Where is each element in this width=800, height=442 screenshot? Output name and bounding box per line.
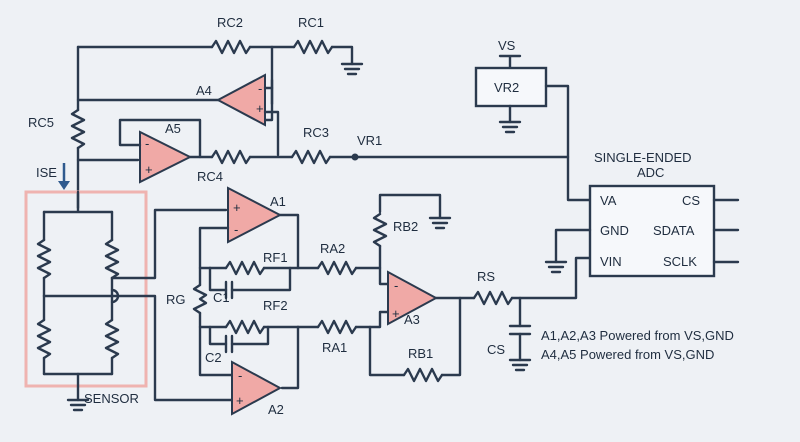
label-rf2: RF2 <box>263 298 288 313</box>
adc-title-line2: ADC <box>637 165 664 180</box>
opamp-a1: + - <box>198 186 300 270</box>
resistor-rg <box>192 283 208 315</box>
resistor-rf1 <box>224 260 266 276</box>
a1-plus: + <box>233 200 241 215</box>
label-rb2: RB2 <box>393 219 418 234</box>
sensor-bridge <box>24 190 234 412</box>
resistor-rs <box>472 290 514 306</box>
label-cs: CS <box>487 342 505 357</box>
vr2-reference <box>474 54 570 159</box>
opamp-a4: - + <box>215 73 280 157</box>
rc5-column <box>70 45 222 210</box>
a1-minus: - <box>234 222 238 237</box>
gain-network <box>192 260 390 390</box>
label-rc2: RC2 <box>217 15 243 30</box>
note-a4-a5: A4,A5 Powered from VS,GND <box>541 347 714 362</box>
label-a5: A5 <box>165 121 181 136</box>
sensor-outline <box>24 190 148 388</box>
a3-minus: - <box>394 278 398 293</box>
label-rf1: RF1 <box>263 250 288 265</box>
ground-symbol-rc1 <box>340 62 364 76</box>
top-feedback-network <box>76 39 364 122</box>
a2-plus: + <box>236 393 244 408</box>
labels: RC2 RC1 A4 RC5 A5 RC3 VR1 RC4 ISE VS VR2… <box>28 15 734 417</box>
label-rc4: RC4 <box>197 169 223 184</box>
adc-pin-sclk: SCLK <box>663 254 697 269</box>
resistor-rc4 <box>210 149 252 165</box>
adc-pin-gnd: GND <box>600 223 629 238</box>
note-a1-a3: A1,A2,A3 Powered from VS,GND <box>541 328 734 343</box>
resistor-rc3 <box>290 149 332 165</box>
a2-minus: - <box>238 368 242 383</box>
resistor-rc5 <box>70 108 86 150</box>
a3-plus: + <box>392 306 400 321</box>
adc-pin-va: VA <box>600 193 617 208</box>
resistor-rc2 <box>210 39 252 55</box>
adc-pin-vin: VIN <box>600 254 622 269</box>
label-ra1: RA1 <box>322 340 347 355</box>
resistor-rb1 <box>402 367 444 383</box>
adc-block <box>544 184 740 278</box>
label-rc1: RC1 <box>298 15 324 30</box>
adc-title-line1: SINGLE-ENDED <box>594 150 692 165</box>
adc-pin-cs: CS <box>682 193 700 208</box>
label-rs: RS <box>477 269 495 284</box>
label-rg: RG <box>166 292 186 307</box>
node-vr1 <box>351 153 359 161</box>
label-a2: A2 <box>268 402 284 417</box>
label-vs: VS <box>498 38 516 53</box>
adc-pin-sdata: SDATA <box>653 223 695 238</box>
resistor-rc1 <box>292 39 334 55</box>
opamp-a5: - + <box>118 118 592 202</box>
resistor-ra2 <box>316 260 358 276</box>
a5-plus: + <box>145 162 153 177</box>
opamp-a2: - + <box>231 360 283 416</box>
label-rc3: RC3 <box>303 125 329 140</box>
label-c1: C1 <box>213 290 230 305</box>
label-vr2: VR2 <box>494 80 519 95</box>
label-c2: C2 <box>205 350 222 365</box>
label-a3: A3 <box>404 312 420 327</box>
label-ise: ISE <box>36 165 57 180</box>
a5-minus: - <box>145 136 149 151</box>
label-rc5: RC5 <box>28 115 54 130</box>
resistor-ra1 <box>316 319 358 335</box>
label-sensor: SENSOR <box>84 391 139 406</box>
ise-arrow <box>58 163 70 190</box>
label-a4: A4 <box>196 83 212 98</box>
resistor-rf2 <box>224 319 266 335</box>
output-stage: - + <box>368 193 592 383</box>
label-ra2: RA2 <box>320 241 345 256</box>
adc-box <box>588 184 716 278</box>
a4-minus: - <box>258 81 262 96</box>
label-vr1: VR1 <box>357 133 382 148</box>
a4-plus: + <box>256 101 264 116</box>
resistor-rb2 <box>372 212 388 248</box>
label-a1: A1 <box>270 194 286 209</box>
label-rb1: RB1 <box>408 346 433 361</box>
